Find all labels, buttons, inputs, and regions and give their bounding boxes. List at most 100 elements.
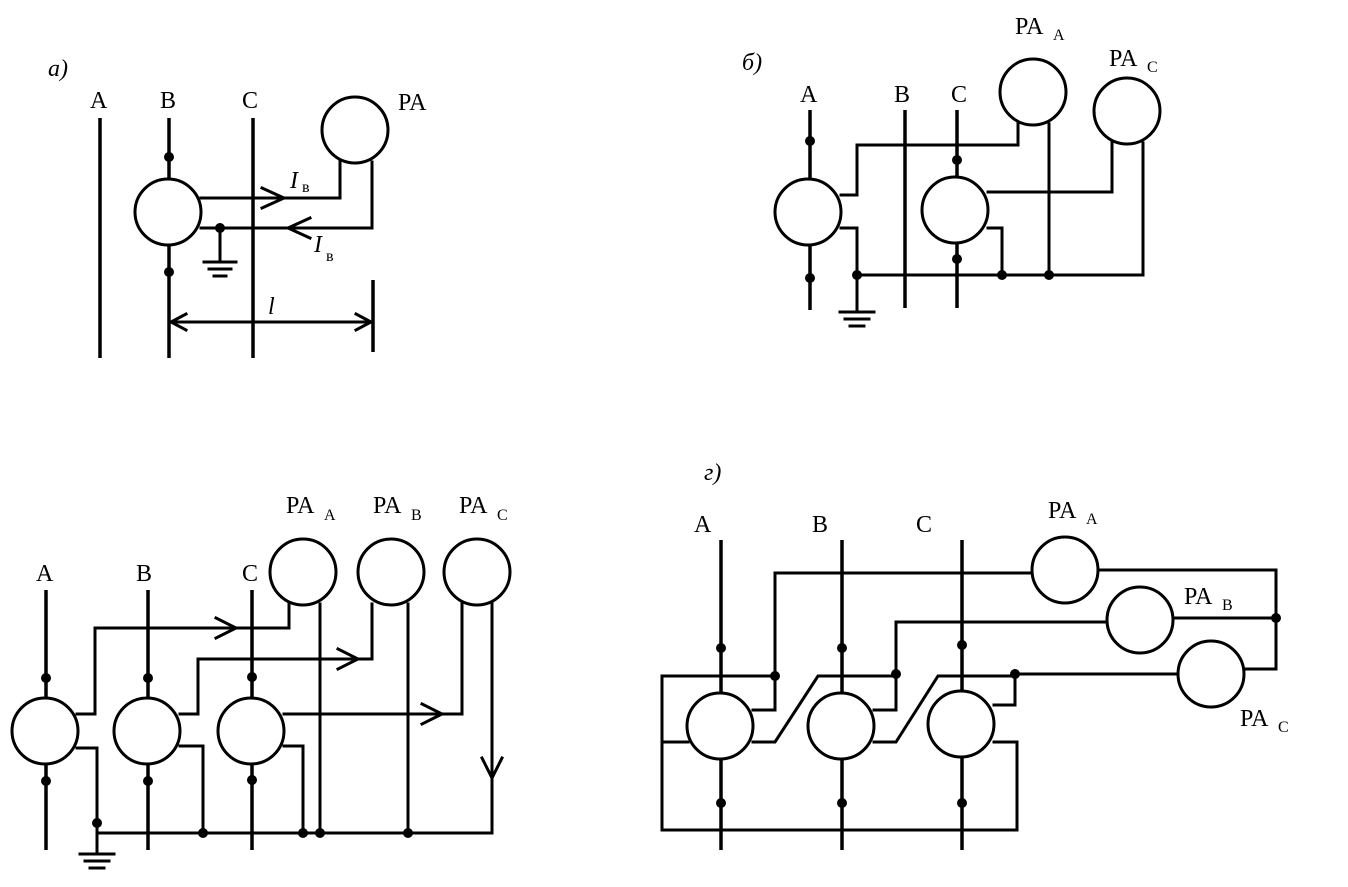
junction-dot — [247, 775, 257, 785]
wire-c-forward — [992, 672, 1180, 707]
junction-dot — [1044, 270, 1054, 280]
ammeter-a-subscript: A — [1053, 27, 1065, 44]
junction-dot — [805, 136, 815, 146]
wire-ct-a-return — [839, 226, 859, 277]
ammeter-b-subscript: B — [1222, 597, 1233, 614]
junction-dot — [92, 818, 102, 828]
wire-a-return — [75, 746, 99, 835]
wire-ct-c-return — [986, 226, 1004, 277]
current-label-forward: I — [289, 168, 299, 194]
ammeter-c-label: PA — [459, 493, 488, 519]
current-transformer-c — [926, 689, 996, 759]
phase-c-label: C — [951, 82, 967, 108]
ammeter-a-label: PA — [1015, 14, 1044, 40]
wire-a-forward — [751, 571, 1034, 712]
arrow-a — [213, 615, 240, 641]
panel-c: A B C PA A PA B PA C — [10, 493, 512, 870]
ammeter-pa-b — [356, 537, 426, 607]
panel-d-label: г) — [704, 460, 721, 486]
junction-dot — [403, 828, 413, 838]
wire-b-forward — [178, 602, 374, 716]
ammeter-pa-c — [1176, 639, 1246, 709]
junction-dot — [952, 254, 962, 264]
current-transformer-a — [773, 177, 843, 247]
ammeter-c-subscript: C — [1147, 59, 1158, 76]
ammeter-c-label: PA — [1109, 46, 1138, 72]
wire-c-forward — [282, 602, 464, 716]
junction-dot — [315, 828, 325, 838]
phase-c-label: C — [242, 561, 258, 587]
ammeter-label: PA — [398, 90, 427, 116]
phase-a-label: A — [694, 512, 712, 538]
junction-dot — [164, 152, 174, 162]
junction-dot — [716, 643, 726, 653]
current-transformer-b — [806, 691, 876, 761]
wire-return-loop — [660, 740, 1019, 832]
ammeter-b-subscript: B — [411, 507, 422, 524]
arrow-pa-c-return — [479, 755, 505, 782]
ammeter-pa-a — [998, 57, 1068, 127]
panel-b: б) A B C PA A PA C — [742, 14, 1162, 328]
current-transformer-a — [10, 696, 80, 766]
junction-dot — [952, 155, 962, 165]
ammeter-pa-b — [1105, 585, 1175, 655]
ammeter-a-label: PA — [1048, 498, 1077, 524]
current-transformer — [133, 177, 203, 247]
phase-c-label: C — [242, 88, 258, 114]
phase-b-label: B — [136, 561, 152, 587]
phase-c-label: C — [916, 512, 932, 538]
cross-link-ab — [751, 674, 898, 744]
arrow-return — [284, 216, 312, 240]
wire-c-return — [282, 744, 305, 835]
ammeter-a-subscript: A — [1086, 511, 1098, 528]
wire-a-forward — [75, 602, 291, 716]
phase-b-label: B — [894, 82, 910, 108]
wire-ct-c-to-pa-c — [986, 141, 1114, 194]
junction-dot — [298, 828, 308, 838]
panel-a-label: а) — [48, 56, 68, 82]
junction-dot — [247, 672, 257, 682]
current-transformer-c — [920, 175, 990, 245]
ammeter-c-label: PA — [1240, 706, 1269, 732]
junction-dot — [164, 267, 174, 277]
ammeter-c-subscript: C — [1278, 719, 1289, 736]
current-subscript-forward: в — [302, 179, 310, 196]
current-subscript-return: в — [326, 248, 334, 265]
phase-a-label: A — [36, 561, 54, 587]
junction-dot — [805, 273, 815, 283]
junction-dot — [997, 270, 1007, 280]
current-transformer-a — [685, 691, 755, 761]
junction-dot — [837, 798, 847, 808]
arrow-b — [335, 646, 362, 672]
current-label-return: I — [313, 232, 323, 258]
ammeter-pa-a — [268, 537, 338, 607]
arrow-forward — [260, 186, 288, 210]
cross-link-bc — [872, 674, 1017, 744]
junction-dot — [837, 643, 847, 653]
ammeter-b-label: PA — [373, 493, 402, 519]
wire-return — [199, 160, 374, 230]
ammeter-c-subscript: C — [497, 507, 508, 524]
length-label: l — [268, 294, 275, 320]
panel-d: г) A B C PA A PA B PA C — [660, 460, 1289, 850]
phase-a-label: A — [90, 88, 108, 114]
phase-b-label: B — [160, 88, 176, 114]
current-transformer-c — [216, 696, 286, 766]
wire-b-return — [178, 744, 205, 835]
ammeter-pa-a — [1030, 535, 1100, 605]
phase-a-label: A — [800, 82, 818, 108]
junction-dot — [143, 776, 153, 786]
wire-forward — [199, 160, 342, 200]
dimension-arrow-right — [353, 311, 375, 333]
ammeter-pa — [320, 95, 390, 165]
junction-dot — [957, 798, 967, 808]
junction-dot — [41, 776, 51, 786]
junction-dot — [1271, 613, 1281, 623]
current-transformer-b — [112, 696, 182, 766]
ammeter-pa-c — [1092, 76, 1162, 146]
panel-a: а) A B C PA I в I в l — [48, 56, 427, 358]
junction-dot — [143, 673, 153, 683]
wire-a-loop — [660, 674, 777, 744]
arrow-c — [419, 701, 446, 727]
